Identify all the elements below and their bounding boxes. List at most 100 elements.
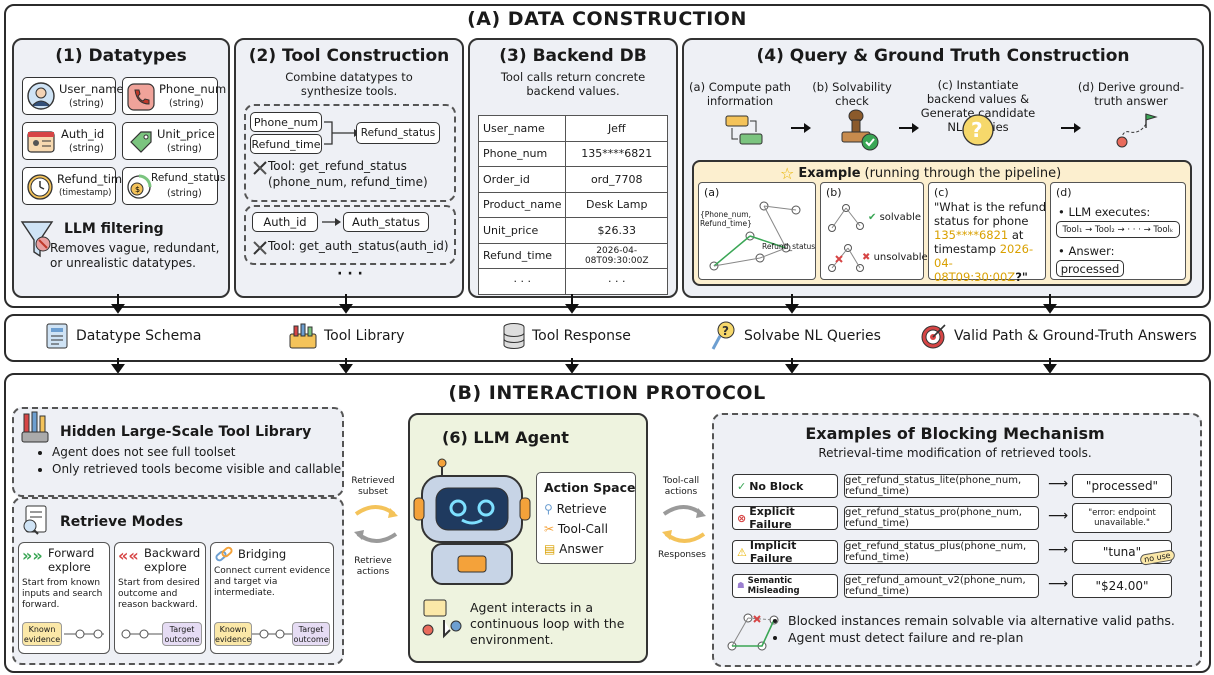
solvable-graph [828,204,864,232]
check-circle-icon: ✓ [737,479,747,493]
interaction-icon [422,599,462,639]
svg-text:?: ? [722,324,729,338]
retrieve-modes-title: Retrieve Modes [60,514,184,530]
datatype-name: User_name [59,82,124,96]
bridging-chain [252,629,292,639]
flow-arrows-a [111,294,1057,314]
backend-key: · · · [477,268,567,295]
backend-value: 2026-04-08T09:30:00Z [565,242,668,269]
datatype-name: Unit_price [157,127,215,141]
unsolvable-graph [828,244,864,272]
tool1-output: Refund_status [356,122,440,144]
action-answer: ▤ Answer [544,542,603,556]
svg-text:?: ? [971,118,983,142]
hidden-library-panel [12,407,344,497]
flow-arrows-b [111,358,1057,374]
backend-key: User_name [477,115,567,142]
tool1-input-time: Refund_time [250,134,322,154]
result-arrow: ⟶ [1048,542,1069,558]
datatype-refund-time: Refund_time (timestamp) [22,167,129,205]
wrench-icon [253,241,267,255]
datatype-user-name: User_name (string) [22,77,124,115]
mode-bridging-name: Bridging [238,547,287,561]
result-arrow: ⟶ [1048,508,1069,524]
ground-truth-flag-icon [1116,113,1158,148]
example-cell-c [928,182,1046,280]
ex-d-answer-label: • Answer: [1058,244,1115,258]
star-icon: ☆ [780,164,795,183]
block-call: get_refund_status_lite(phone_num, refund… [844,474,1039,498]
robot-icon [413,458,531,585]
refund-icon: $ [127,174,152,199]
forward-icon: »» [22,546,43,565]
ex-a-node-inputs: {Phone_num, Refund_time} [700,210,752,228]
datatype-type: (string) [167,188,202,199]
section-a-panel [4,4,1211,308]
tools-more: · · · [337,266,363,282]
result-arrow: ⟶ [1048,476,1069,492]
artifact-label: Tool Response [532,328,631,344]
datatype-type: (string) [69,98,104,109]
block-label: ☗Semantic Misleading [732,574,838,598]
blocking-title: Examples of Blocking Mechanism [805,424,1105,443]
action-space-title: Action Space [544,480,636,495]
query-title: (4) Query & Ground Truth Construction [756,46,1130,66]
unsolvable-label: unsolvable [873,252,928,263]
ex-d-exec: • LLM executes: [1058,205,1151,219]
blocking-bullets: Blocked instances remain solvable via al… [768,612,1175,646]
artifact-tool-library: Tool Library [288,322,405,350]
artifact-ground-truth: Valid Path & Ground-Truth Answers [920,322,1197,350]
replan-graph-icon [727,613,779,651]
action-label: Answer [559,542,604,556]
datatype-name: Refund_time [57,172,130,186]
datatype-type: (timestamp) [59,188,112,198]
ex-c-label: (c) [934,186,949,199]
block-label: ⊗Explicit Failure [732,505,838,531]
ex-b-solvable: ✔ solvable [868,212,921,223]
action-label: Retrieve [556,502,607,516]
datatype-unit-price: Unit_price (string) [122,122,218,160]
blocking-bullet: Blocked instances remain solvable via al… [788,612,1175,629]
backend-value: $26.33 [565,217,668,244]
retrieve-document-icon [23,505,47,535]
agent-title: (6) LLM Agent [442,428,569,447]
agent-description: Agent interacts in a continuous loop wit… [470,600,625,647]
chain-link-icon [215,546,233,562]
price-tag-icon [130,131,152,153]
ex-a-node-output: Refund_status [762,242,816,251]
block-row-explicit: ⊗Explicit Failure get_refund_status_pro(… [732,503,1178,533]
query-time: 2026-04-08T09:30:00Z [934,242,1034,284]
cross-icon: ✖ [862,252,871,263]
tool2-group [244,205,456,265]
backend-subtitle: Tool calls return concrete backend value… [500,70,646,98]
flow-loop-right [662,505,706,543]
backend-value: Desk Lamp [565,191,668,218]
block-row-no-block: ✓No Block get_refund_status_lite(phone_n… [732,474,1178,498]
responses-label: Responses [658,550,706,560]
backend-value: ord_7708 [565,166,668,193]
section-a-title: (A) DATA CONSTRUCTION [467,8,747,30]
library-bullet: Only retrieved tools become visible and … [52,461,341,478]
block-label-text: Semantic Misleading [747,576,800,596]
mode-bridging-desc: Connect current evidence and target via … [214,566,331,598]
mode-backward-tag: Target outcome [162,622,202,646]
backend-key: Refund_time [477,242,567,269]
block-result: "error: endpoint unavailable." [1072,503,1172,533]
ex-d-chain: Tool₁ → Tool₂ → · · · → Toolₖ [1056,221,1180,238]
datatype-auth-id: Auth_id (string) [22,122,116,160]
filter-desc: Removes vague, redundant, or unrealistic… [50,241,220,270]
warning-icon: ⚠ [737,545,747,559]
ex-d-answer: processed [1056,260,1124,277]
error-circle-icon: ⊗ [737,511,747,525]
query-part: ?" [1015,270,1028,284]
block-result: "tuna" [1072,540,1172,564]
mode-backward-desc: Start from desired outcome and reason ba… [118,578,200,610]
datatype-type: (string) [69,143,104,154]
blocking-subtitle: Retrieval-time modification of retrieved… [818,446,1092,460]
tool1-group [244,104,456,202]
